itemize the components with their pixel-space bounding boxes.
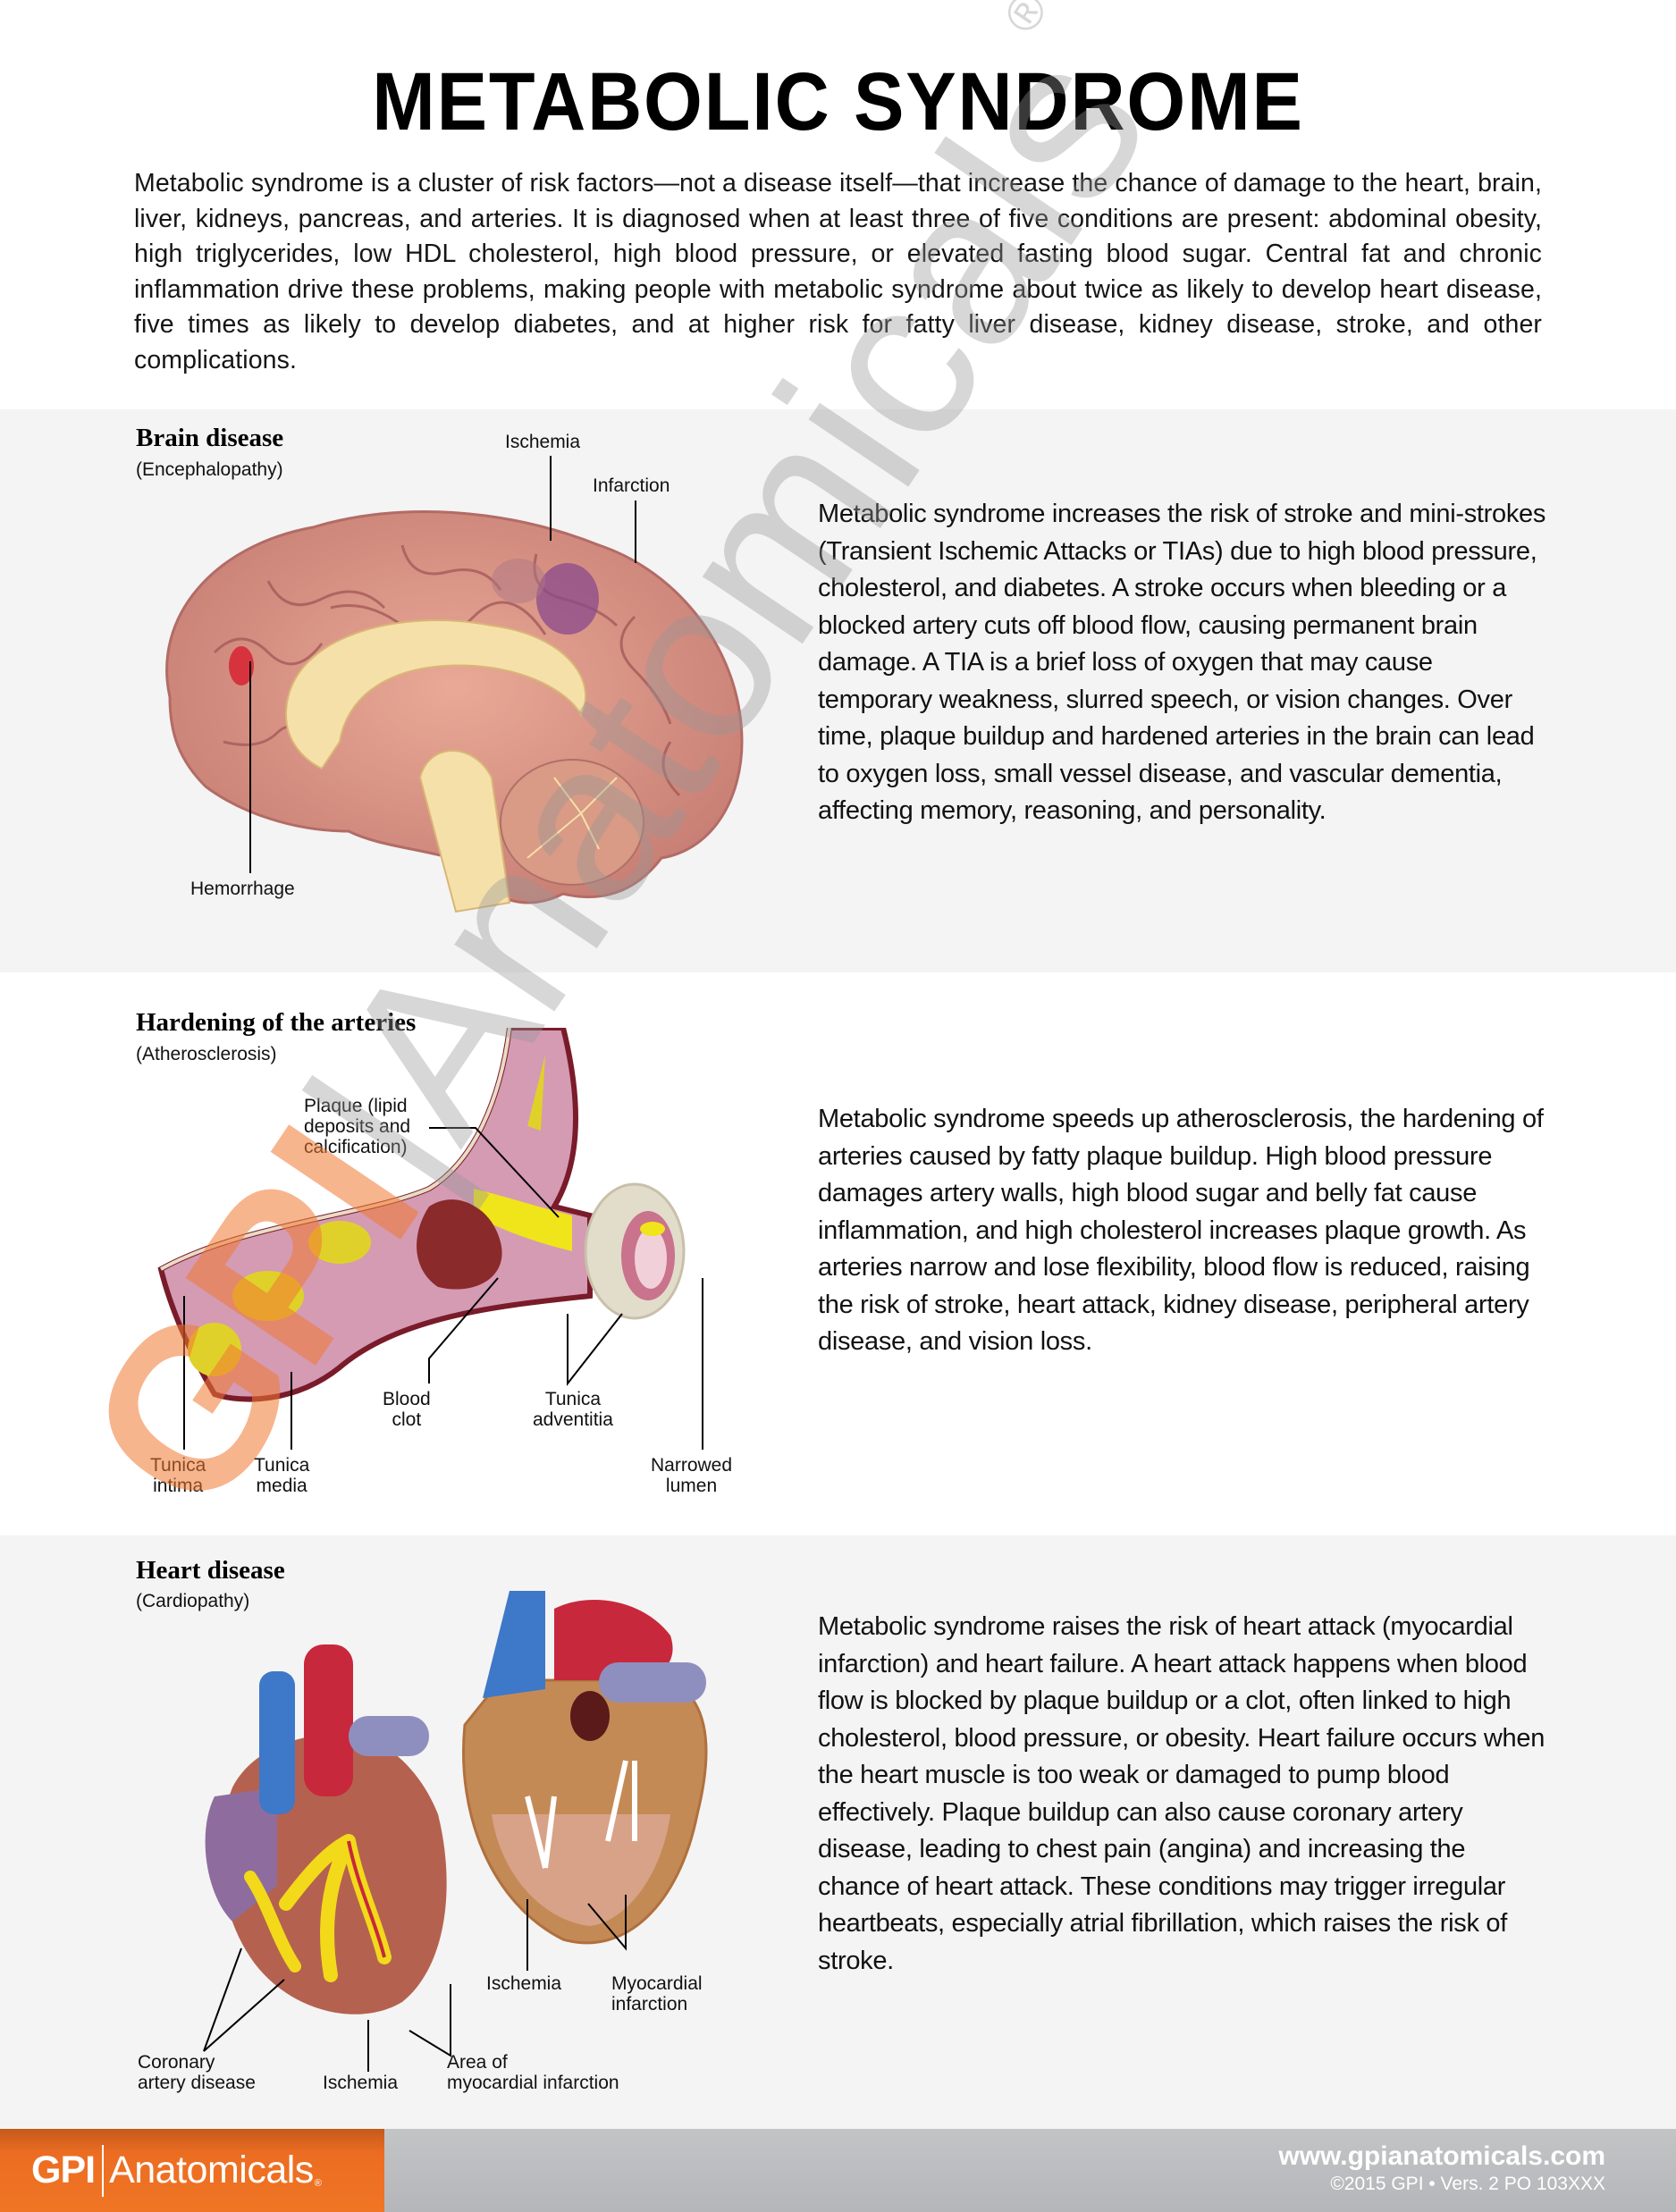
label-media-line1: Tunica xyxy=(254,1455,310,1476)
arteries-section-subtitle: (Atherosclerosis) xyxy=(136,1044,277,1064)
label-blood-clot-line2: clot xyxy=(392,1409,422,1430)
footer-logo: GPI Anatomicals ® xyxy=(0,2129,384,2212)
label-myocardial-line1: Myocardial xyxy=(611,1973,703,1994)
label-ischemia: Ischemia xyxy=(505,432,581,452)
heart-description: Metabolic syndrome raises the risk of he… xyxy=(818,1612,1545,1975)
heart-cross-section-illustration xyxy=(462,1591,708,1945)
label-lumen-line1: Narrowed xyxy=(651,1455,733,1476)
label-intima-line2: intima xyxy=(153,1476,204,1496)
brain-section-title: Brain disease xyxy=(136,424,284,452)
label-area-line2: myocardial infarction xyxy=(447,2073,619,2093)
label-blood-clot-line1: Blood xyxy=(383,1389,431,1409)
label-intima-line1: Tunica xyxy=(150,1455,206,1476)
label-heart-ischemia-left: Ischemia xyxy=(323,2073,399,2093)
label-coronary-artery-disease: Coronary artery disease xyxy=(138,2052,256,2093)
heart-section-subtitle: (Cardiopathy) xyxy=(136,1591,250,1611)
label-myocardial-line2: infarction xyxy=(611,1994,688,2014)
label-narrowed-lumen: Narrowed lumen xyxy=(651,1455,732,1496)
label-heart-ischemia-right: Ischemia xyxy=(486,1973,562,1994)
label-hemorrhage: Hemorrhage xyxy=(190,879,295,899)
logo-anatomicals-text: Anatomicals xyxy=(109,2149,314,2191)
arteries-section-title: Hardening of the arteries xyxy=(136,1008,417,1037)
label-adventitia-line2: adventitia xyxy=(533,1409,613,1430)
label-lumen-line2: lumen xyxy=(665,1476,718,1496)
label-myocardial-infarction: Myocardial infarction xyxy=(611,1973,703,2014)
label-tunica-media: Tunica media xyxy=(254,1455,309,1496)
label-area-myocardial-infarction: Area of myocardial infarction xyxy=(447,2052,619,2093)
label-adventitia-line1: Tunica xyxy=(544,1389,602,1409)
label-media-line2: media xyxy=(256,1476,307,1496)
logo-divider xyxy=(102,2144,105,2197)
brain-section-subtitle: (Encephalopathy) xyxy=(136,459,283,480)
footer-copyright: ©2015 GPI • Vers. 2 PO 103XXX xyxy=(1330,2174,1605,2194)
label-plaque-line3: calcification) xyxy=(304,1137,408,1157)
intro-paragraph: Metabolic syndrome is a cluster of risk … xyxy=(134,169,1542,374)
label-tunica-adventitia: Tunica adventitia xyxy=(533,1389,613,1430)
watermark-registered: ® xyxy=(992,0,1059,44)
artery-illustration xyxy=(157,1028,686,1402)
brain-illustration xyxy=(165,510,744,913)
label-plaque-line2: deposits and xyxy=(304,1116,411,1137)
label-plaque-line1: Plaque (lipid xyxy=(304,1096,408,1116)
brain-description: Metabolic syndrome increases the risk of… xyxy=(818,500,1546,825)
label-area-line1: Area of xyxy=(447,2052,508,2073)
page-title: METABOLIC SYNDROME xyxy=(372,56,1304,147)
arteries-description: Metabolic syndrome speeds up atheroscler… xyxy=(818,1105,1544,1356)
logo-registered-icon: ® xyxy=(314,2178,322,2189)
footer-website-link[interactable]: www.gpianatomicals.com xyxy=(1278,2141,1605,2171)
logo-gpi-text: GPI xyxy=(31,2149,96,2191)
label-tunica-intima: Tunica intima xyxy=(150,1455,206,1496)
label-infarction: Infarction xyxy=(593,475,670,496)
heart-section-title: Heart disease xyxy=(136,1556,285,1585)
heart-exterior-illustration xyxy=(205,1644,447,2014)
label-plaque: Plaque (lipid deposits and calcification… xyxy=(304,1096,410,1157)
label-coronary-line2: artery disease xyxy=(138,2073,256,2093)
label-coronary-line1: Coronary xyxy=(138,2052,215,2073)
label-blood-clot: Blood clot xyxy=(383,1389,431,1430)
